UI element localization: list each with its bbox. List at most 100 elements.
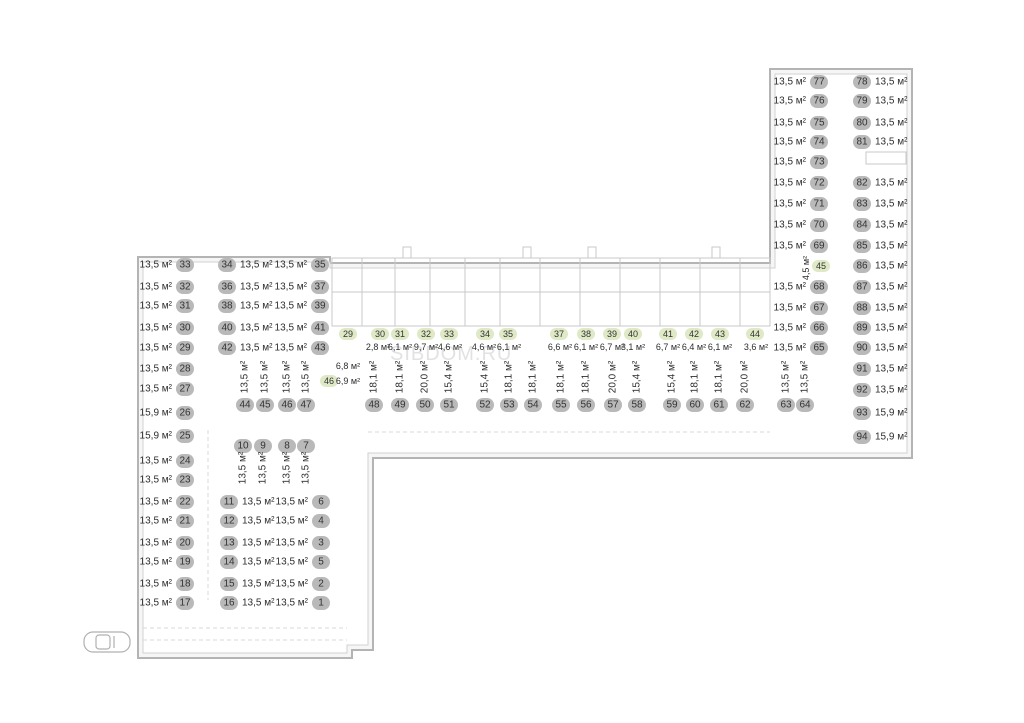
storage-room-34[interactable]: 344,6 м² <box>472 328 496 352</box>
storage-room-31[interactable]: 316,1 м² <box>388 328 412 352</box>
storage-room-44[interactable]: 443,6 м² <box>744 328 768 352</box>
storage-room-41[interactable]: 416,7 м² <box>656 328 680 352</box>
storage-room-42[interactable]: 426,4 м² <box>682 328 706 352</box>
storage-room-30[interactable]: 302,8 м² <box>366 328 390 352</box>
parking-spot-3[interactable]: 313,5 м² <box>276 536 330 550</box>
storage-room-35[interactable]: 356,1 м² <box>497 328 521 352</box>
storage-room-40[interactable]: 403,1 м² <box>621 328 645 352</box>
parking-spot-6[interactable]: 613,5 м² <box>276 495 330 509</box>
storage-room-37[interactable]: 376,6 м² <box>548 328 572 352</box>
parking-spot-8[interactable]: 813,5 м² <box>278 439 296 484</box>
parking-spot-5[interactable]: 513,5 м² <box>276 555 330 569</box>
storage-room-43[interactable]: 436,1 м² <box>708 328 732 352</box>
storage-room-32[interactable]: 329,7 м² <box>414 328 438 352</box>
storage-room-38[interactable]: 386,1 м² <box>574 328 598 352</box>
storage-room-39[interactable]: 396,7 м² <box>600 328 624 352</box>
parking-spot-7[interactable]: 713,5 м² <box>297 439 315 484</box>
storage-room-29[interactable]: 296,8 м² <box>336 328 360 371</box>
storage-room-33[interactable]: 334,6 м² <box>438 328 462 352</box>
parking-spot-4[interactable]: 413,5 м² <box>276 514 330 528</box>
parking-spot-2[interactable]: 213,5 м² <box>276 577 330 591</box>
